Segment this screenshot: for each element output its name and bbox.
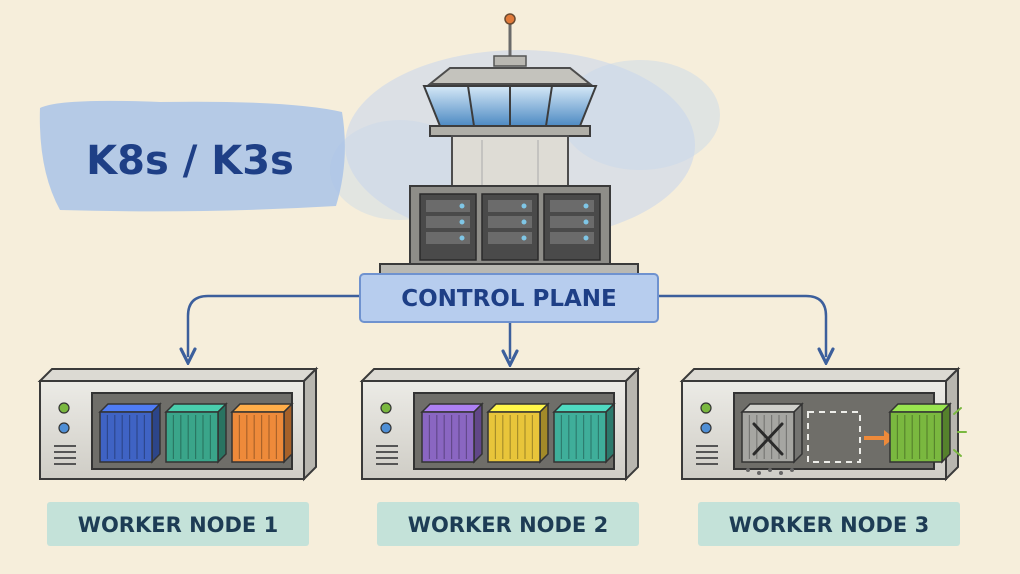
- worker-nodes: WORKER NODE 1 WORKER NODE 2 WORKER NODE 3: [37, 366, 967, 546]
- server-unit: [543, 193, 601, 261]
- title-highlight: [39, 100, 345, 212]
- status-light-blue: [380, 422, 392, 434]
- container-icon: [552, 402, 616, 464]
- server-unit: [419, 193, 477, 261]
- chassis-top: [679, 368, 961, 382]
- title-group: K8s / K3s: [39, 100, 345, 212]
- worker-label-bg: [698, 502, 960, 546]
- worker-label: WORKER NODE 3: [729, 513, 929, 537]
- worker-node-1: WORKER NODE 1: [37, 366, 319, 546]
- control-tower-icon: [422, 13, 598, 189]
- failed-mark: [752, 422, 784, 456]
- empty-slot: [807, 411, 861, 463]
- debris: [779, 471, 783, 475]
- container-icon: [164, 402, 228, 464]
- debris: [790, 468, 794, 472]
- worker-node-2: WORKER NODE 2: [359, 366, 641, 546]
- status-light-green: [700, 402, 712, 414]
- status-light-green: [380, 402, 392, 414]
- glow-lines: [953, 407, 967, 457]
- debris: [746, 468, 750, 472]
- status-light-blue: [700, 422, 712, 434]
- chassis-side: [303, 366, 317, 482]
- status-light-green: [58, 402, 70, 414]
- server-unit: [481, 193, 539, 261]
- reschedule-arrowhead: [884, 430, 894, 446]
- worker-label: WORKER NODE 2: [408, 513, 608, 537]
- rescheduled-container-icon: [888, 402, 967, 464]
- container-icon: [230, 402, 294, 464]
- diagram-title: K8s / K3s: [86, 138, 294, 184]
- connectors: [188, 294, 826, 358]
- control-plane-label: CONTROL PLANE: [401, 286, 617, 312]
- chassis-top: [37, 368, 319, 382]
- worker-label-bg: [47, 502, 309, 546]
- server-rack-icon: [379, 185, 639, 275]
- arrow-to-worker-1: [188, 294, 362, 356]
- arrow-to-worker-3: [656, 294, 826, 356]
- chassis-side: [625, 366, 639, 482]
- status-light-blue: [58, 422, 70, 434]
- chassis-top: [359, 368, 641, 382]
- container-icon: [98, 402, 162, 464]
- container-icon: [486, 402, 550, 464]
- worker-label-bg: [377, 502, 639, 546]
- failed-container-icon: [740, 402, 804, 464]
- control-plane-box: CONTROL PLANE: [359, 273, 659, 323]
- debris: [768, 468, 772, 472]
- container-icon: [420, 402, 484, 464]
- worker-node-3: WORKER NODE 3: [679, 366, 967, 546]
- worker-label: WORKER NODE 1: [78, 513, 278, 537]
- debris: [757, 471, 761, 475]
